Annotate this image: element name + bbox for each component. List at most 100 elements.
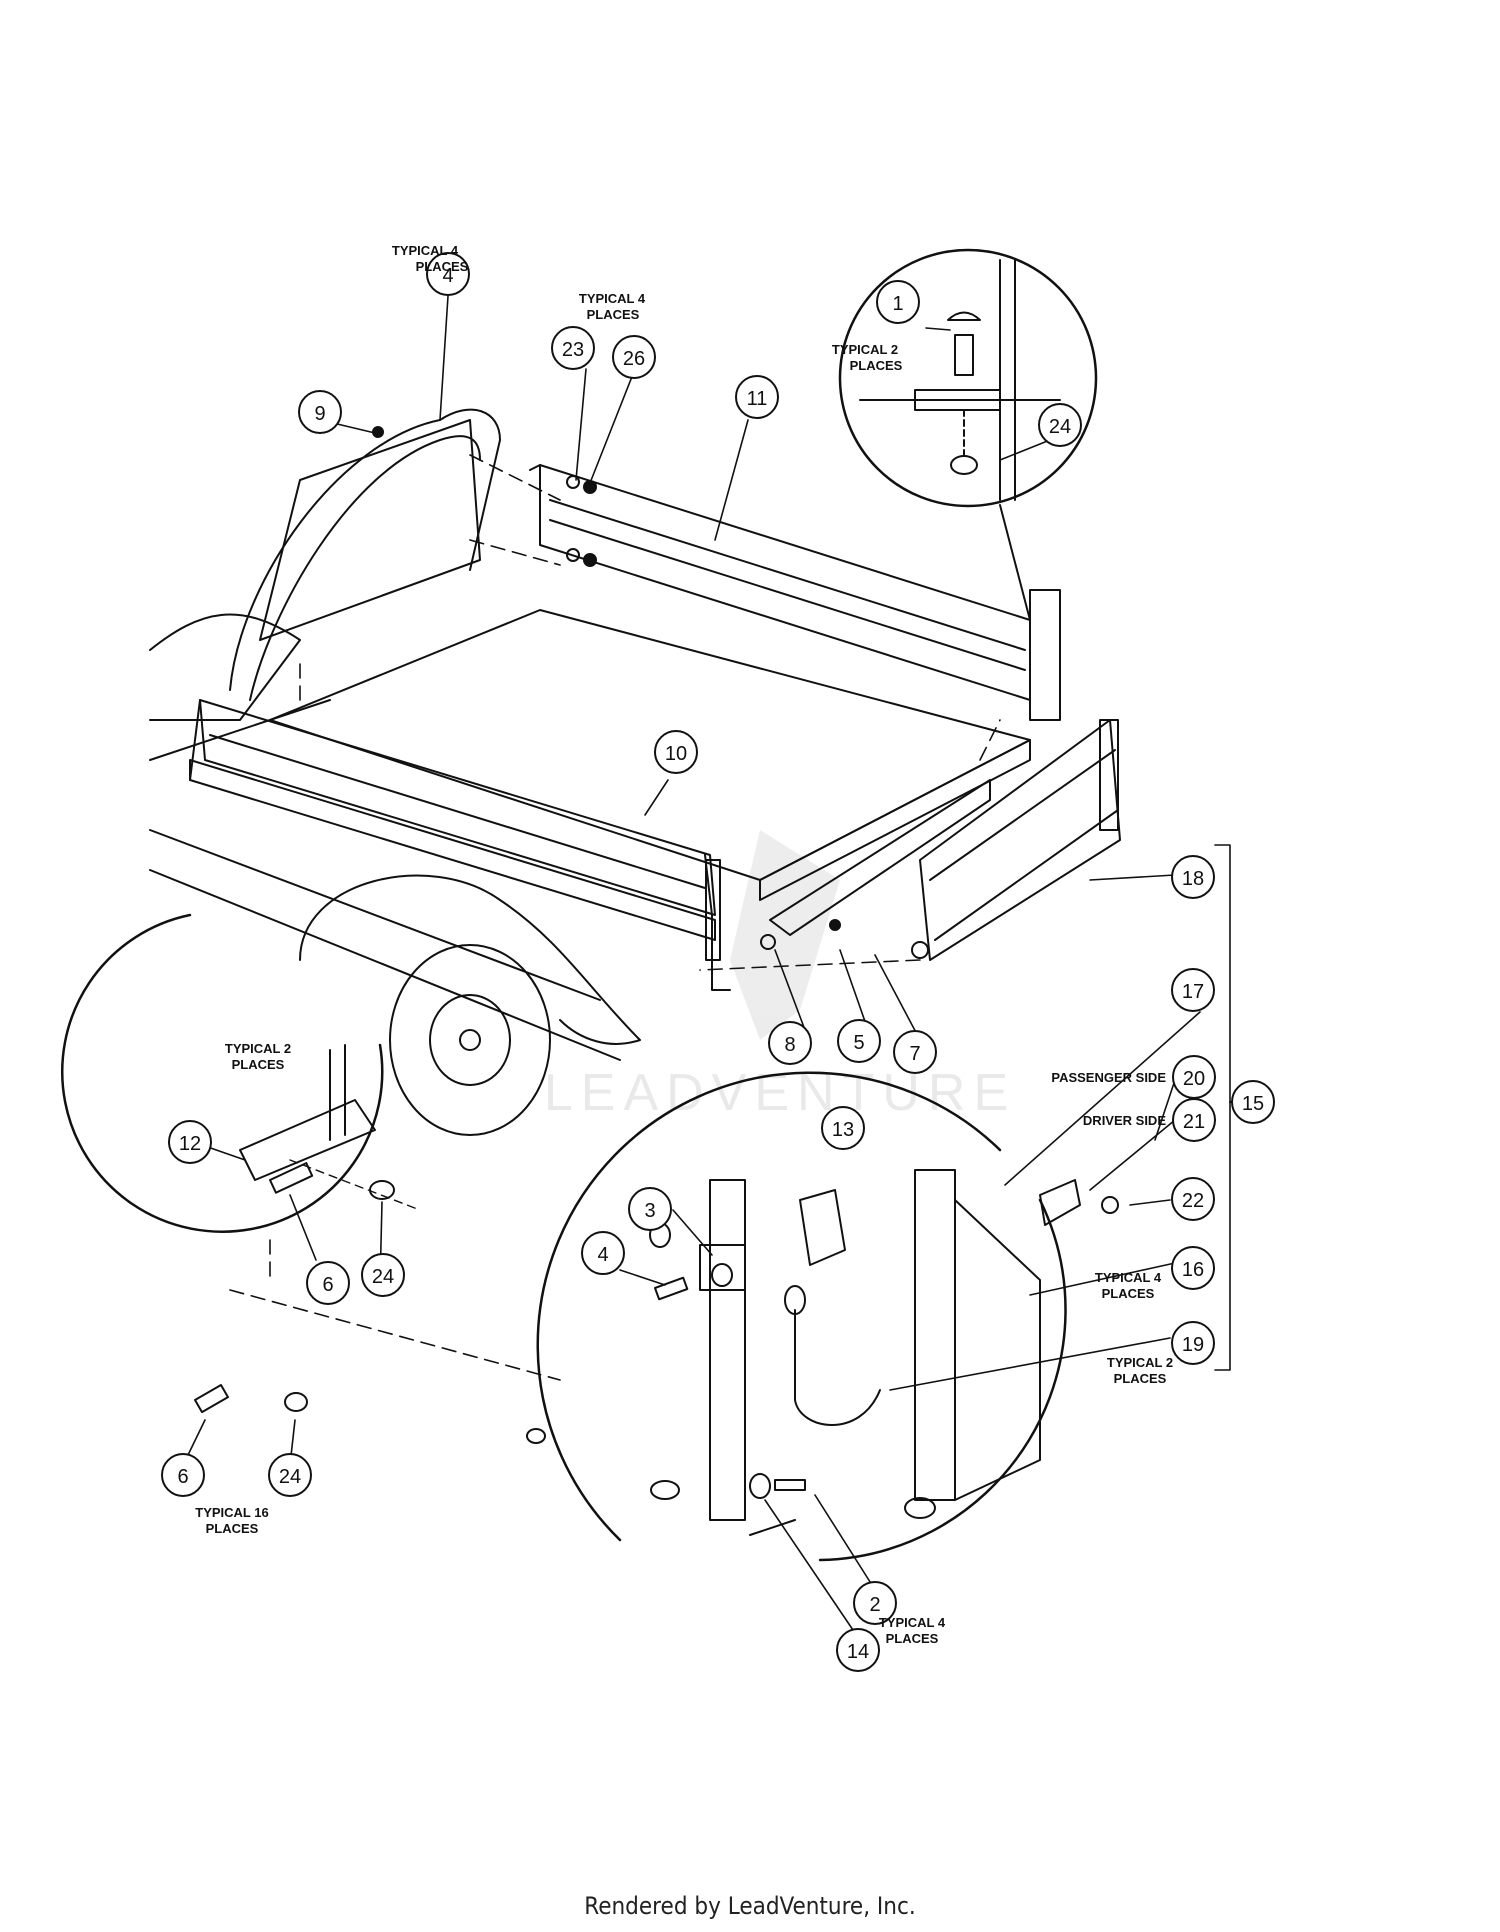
- svg-text:24: 24: [279, 1466, 301, 1488]
- svg-text:4: 4: [597, 1244, 608, 1266]
- callout-23: 23: [551, 326, 595, 370]
- callout-15: 15: [1231, 1080, 1275, 1124]
- cable-19: [794, 1309, 881, 1426]
- svg-text:23: 23: [562, 339, 584, 361]
- left-side-panel: [199, 699, 716, 916]
- bed-rail-7: [769, 779, 991, 936]
- callout-5: 5: [837, 1019, 881, 1063]
- note-typical4-hw-l2: PLACES: [587, 307, 640, 322]
- note-typical4-top-l2: PLACES: [416, 259, 469, 274]
- bracket-12: [239, 1099, 376, 1181]
- callout-labels: 1 4 9 23 26 11 24 10 18 17 8 5 7 20 21 1…: [161, 252, 1275, 1672]
- svg-text:14: 14: [847, 1641, 869, 1663]
- svg-text:11: 11: [747, 388, 768, 410]
- note-driver-side: DRIVER SIDE: [1083, 1113, 1166, 1128]
- latch-21: [1039, 1179, 1081, 1226]
- nut-24-left-inset: [369, 1180, 395, 1200]
- group-bracket-15: [1214, 844, 1231, 1371]
- callout-22: 22: [1171, 1177, 1215, 1221]
- leader-lines: [187, 295, 1201, 1631]
- svg-text:2: 2: [869, 1594, 880, 1616]
- callout-19: 19: [1171, 1321, 1215, 1365]
- bed-rail-tube: [229, 408, 501, 691]
- svg-text:17: 17: [1182, 981, 1204, 1003]
- annotation-notes: TYPICAL 4 PLACES TYPICAL 4 PLACES TYPICA…: [195, 243, 1173, 1646]
- note-typical4-r-l1: TYPICAL 4: [1095, 1270, 1162, 1285]
- vehicle-seat-outline: [149, 613, 301, 721]
- block-13: [799, 1189, 846, 1266]
- callout-12: 12: [168, 1120, 212, 1164]
- nut-22: [1101, 1196, 1119, 1214]
- note-typical2-r-l2: PLACES: [1114, 1371, 1167, 1386]
- svg-text:12: 12: [179, 1133, 201, 1155]
- callout-16: 16: [1171, 1246, 1215, 1290]
- footer-credit: Rendered by LeadVenture, Inc.: [584, 1892, 916, 1920]
- callout-4-top: 4: [426, 252, 470, 296]
- callout-24-lower: 24: [268, 1453, 312, 1497]
- callout-11: 11: [735, 375, 779, 419]
- bolt-4-lower: [654, 1276, 689, 1301]
- svg-text:21: 21: [1183, 1111, 1205, 1133]
- nut-24-inset: [950, 455, 978, 475]
- headboard-panel: [259, 419, 481, 641]
- callout-2: 2: [853, 1581, 897, 1625]
- svg-text:6: 6: [177, 1466, 188, 1488]
- svg-text:5: 5: [853, 1032, 864, 1054]
- inset-top-right: [838, 248, 1098, 621]
- front-panel-hinge-bracket: [1029, 589, 1061, 721]
- rear-wheel-tire: [389, 944, 551, 1136]
- bolt-6-inset: [268, 1162, 314, 1194]
- front-bed-panel: [539, 464, 1031, 701]
- note-typical2-inset-l2: PLACES: [850, 358, 903, 373]
- note-typical4-top-l1: TYPICAL 4: [392, 243, 459, 258]
- svg-text:24: 24: [1049, 416, 1071, 438]
- svg-text:9: 9: [314, 403, 325, 425]
- note-typical2-left-l2: PLACES: [232, 1057, 285, 1072]
- inset-left: [61, 913, 421, 1233]
- washer-14: [749, 1473, 771, 1499]
- callout-10: 10: [654, 730, 698, 774]
- note-typical2-inset-l1: TYPICAL 2: [832, 342, 898, 357]
- leadventure-watermark: LEADVENTURE: [544, 830, 1016, 1122]
- rear-wheel-hub: [429, 994, 511, 1086]
- note-typical4-hw-l1: TYPICAL 4: [579, 291, 646, 306]
- callout-7: 7: [893, 1030, 937, 1074]
- lower-left-hardware: [194, 1384, 680, 1500]
- callout-17: 17: [1171, 968, 1215, 1012]
- callout-26: 26: [612, 335, 656, 379]
- svg-text:1: 1: [892, 293, 903, 315]
- svg-text:22: 22: [1182, 1190, 1204, 1212]
- callout-9: 9: [298, 390, 342, 434]
- bolt-2: [774, 1479, 806, 1491]
- svg-text:13: 13: [832, 1119, 854, 1141]
- svg-text:24: 24: [372, 1266, 394, 1288]
- note-typical2-left-l1: TYPICAL 2: [225, 1041, 291, 1056]
- svg-text:15: 15: [1242, 1093, 1264, 1115]
- hinge-plate: [709, 1179, 746, 1521]
- svg-text:20: 20: [1183, 1068, 1205, 1090]
- svg-text:18: 18: [1182, 868, 1204, 890]
- svg-text:8: 8: [784, 1034, 795, 1056]
- svg-text:6: 6: [322, 1274, 333, 1296]
- note-typical4-btm-l2: PLACES: [886, 1631, 939, 1646]
- callout-6-lower: 6: [161, 1453, 205, 1497]
- svg-text:4: 4: [442, 265, 453, 287]
- inset-bottom: [536, 1071, 1119, 1562]
- svg-text:26: 26: [623, 348, 645, 370]
- callout-24-inset: 24: [1038, 403, 1082, 447]
- callout-14: 14: [836, 1628, 880, 1672]
- tailgate-side: [914, 1169, 956, 1501]
- watermark-text: LEADVENTURE: [544, 1064, 1016, 1122]
- callout-24-left-inset: 24: [361, 1253, 405, 1297]
- svg-text:19: 19: [1182, 1334, 1204, 1356]
- note-passenger-side: PASSENGER SIDE: [1051, 1070, 1166, 1085]
- cargo-bed-assembly: [149, 408, 1121, 1381]
- callout-13: 13: [821, 1106, 865, 1150]
- svg-text:16: 16: [1182, 1259, 1204, 1281]
- svg-text:10: 10: [665, 743, 687, 765]
- rear-fender-outline: [299, 874, 641, 1045]
- note-typical4-btm-l1: TYPICAL 4: [879, 1615, 946, 1630]
- note-typical16-l2: PLACES: [206, 1521, 259, 1536]
- callout-6-inset: 6: [306, 1261, 350, 1305]
